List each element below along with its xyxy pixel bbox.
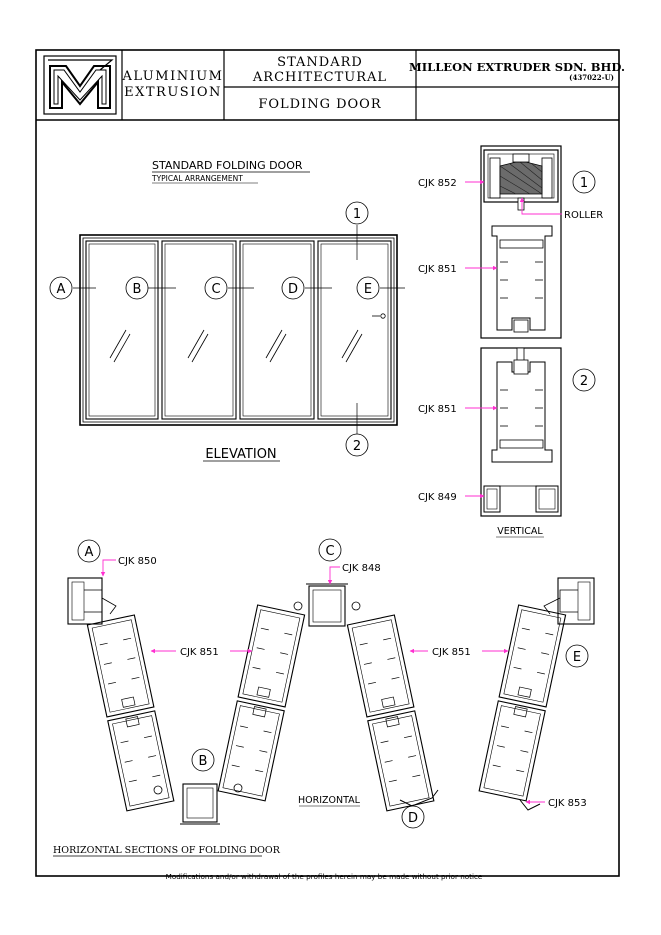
bottom-track-cjk849 (483, 485, 559, 513)
roller-icon (499, 153, 543, 195)
svg-text:1: 1 (353, 207, 361, 222)
hinge-c-cjk848 (293, 583, 361, 627)
elevation-view: STANDARD FOLDING DOOR TYPICAL ARRANGEMEN… (49, 159, 405, 462)
elevation-heading: STANDARD FOLDING DOOR (152, 159, 303, 172)
label-cjk851-bottom: CJK 851 (418, 404, 457, 415)
panel-profile-cjk851-top (491, 225, 553, 333)
horizontal-panel-2 (217, 604, 306, 802)
svg-text:2: 2 (580, 374, 588, 389)
category-line1: STANDARD (277, 55, 363, 70)
marker-b: B (125, 276, 149, 300)
label-roller: ROLLER (564, 210, 603, 221)
horizontal-panel-1 (86, 614, 175, 812)
svg-text:2: 2 (353, 439, 361, 454)
elevation-caption: ELEVATION (205, 447, 276, 462)
horizontal-panel-4 (478, 604, 567, 802)
svg-text:E: E (364, 282, 372, 297)
label-cjk852: CJK 852 (418, 178, 457, 189)
horizontal-marker-a: A (77, 539, 101, 563)
horizontal-caption: HORIZONTAL (298, 795, 361, 806)
horizontal-marker-b: B (191, 748, 215, 772)
svg-text:D: D (288, 282, 298, 297)
head-track-cjk852 (483, 149, 559, 211)
category-line2: ARCHITECTURAL (252, 70, 387, 85)
svg-text:1: 1 (580, 176, 588, 191)
door-panel-2 (161, 240, 237, 420)
svg-text:E: E (573, 650, 581, 665)
door-panel-1 (85, 240, 159, 420)
jamb-a-cjk850 (67, 577, 117, 625)
jamb-e (543, 577, 595, 625)
svg-text:A: A (85, 545, 94, 560)
company-line2: EXTRUSION (124, 85, 222, 100)
horizontal-marker-e: E (565, 644, 589, 668)
manufacturer-name: MILLEON EXTRUDER SDN. BHD. (409, 60, 625, 74)
marker-e: E (356, 276, 380, 300)
svg-text:B: B (133, 282, 142, 297)
company-logo (43, 55, 117, 115)
horizontal-section: A B C D E CJK 850 CJK 848 CJK 851 CJK 85… (67, 538, 595, 829)
marker-a: A (49, 276, 73, 300)
svg-text:C: C (211, 282, 220, 297)
door-panel-3 (239, 240, 315, 420)
horizontal-panel-3 (346, 614, 435, 812)
title-block: ALUMINIUM EXTRUSION STANDARD ARCHITECTUR… (36, 50, 625, 121)
vertical-section: 1 2 CJK 852 ROLLER CJK 851 CJK 851 CJK 8… (418, 145, 603, 538)
end-stile-cjk853 (399, 789, 541, 811)
panel-profile-cjk851-bottom (491, 347, 553, 463)
marker-section-2: 2 (345, 433, 369, 457)
manufacturer-reg: (437022-U) (569, 73, 614, 82)
svg-text:C: C (325, 544, 334, 559)
label-cjk853: CJK 853 (548, 798, 587, 809)
horizontal-marker-c: C (318, 538, 342, 562)
label-cjk851-right: CJK 851 (432, 647, 471, 658)
footer-notice: Modifications and/or withdrawal of the p… (166, 872, 483, 881)
svg-text:D: D (408, 811, 418, 826)
marker-c: C (204, 276, 228, 300)
door-handle-icon (380, 313, 386, 319)
vertical-marker-1: 1 (572, 170, 596, 194)
company-line1: ALUMINIUM (122, 69, 224, 84)
marker-d: D (281, 276, 305, 300)
product-name: FOLDING DOOR (258, 97, 381, 112)
horizontal-marker-d: D (401, 805, 425, 829)
label-cjk848: CJK 848 (342, 563, 381, 574)
marker-section-1: 1 (345, 201, 369, 225)
vertical-caption: VERTICAL (497, 526, 543, 537)
label-cjk850: CJK 850 (118, 556, 157, 567)
svg-text:B: B (199, 754, 208, 769)
svg-text:A: A (57, 282, 66, 297)
vertical-marker-2: 2 (572, 368, 596, 392)
label-cjk849: CJK 849 (418, 492, 457, 503)
hinge-b-cjk848 (153, 783, 243, 825)
elevation-subheading: TYPICAL ARRANGEMENT (151, 174, 243, 183)
footer-section-title: HORIZONTAL SECTIONS OF FOLDING DOOR (53, 845, 281, 856)
label-cjk851-left: CJK 851 (180, 647, 219, 658)
sheet-border (35, 49, 620, 877)
label-cjk851-top: CJK 851 (418, 264, 457, 275)
door-panel-4 (317, 240, 392, 420)
